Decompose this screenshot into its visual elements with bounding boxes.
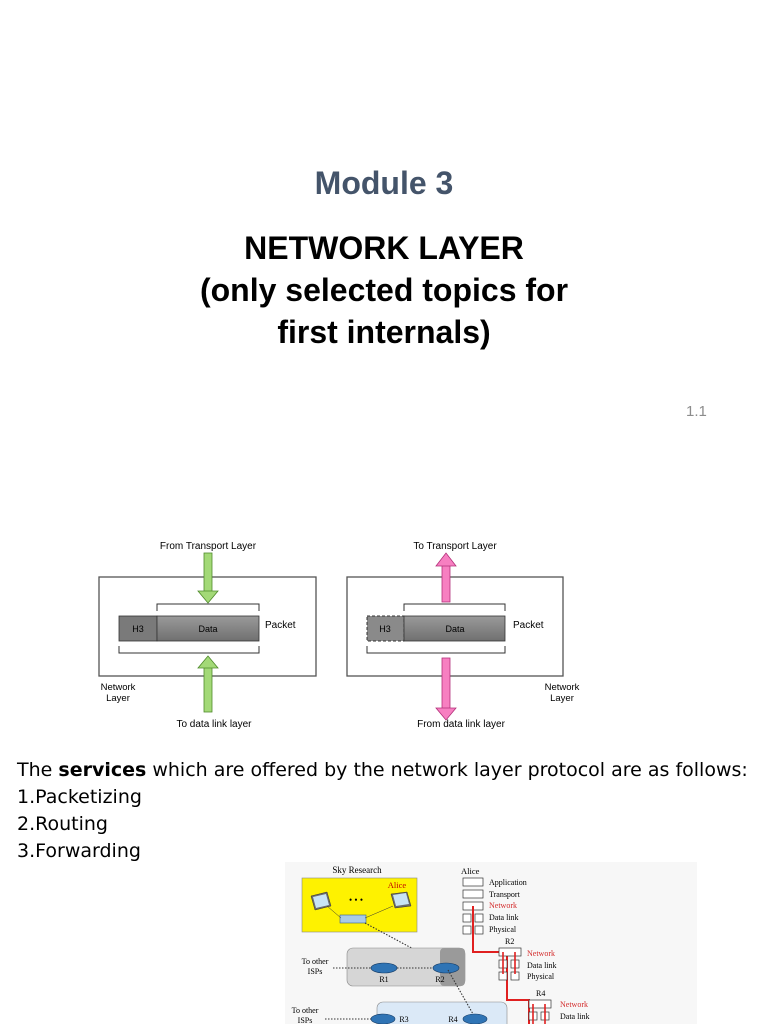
router-r2-label: R2 (435, 975, 444, 984)
layer-label: Layer (106, 693, 130, 704)
router-r3-label: R3 (399, 1015, 408, 1024)
stack-datalink: Data link (489, 913, 519, 922)
data-block (403, 615, 506, 642)
stack-transport: Transport (489, 890, 521, 899)
down-arrow-icon (197, 552, 219, 604)
up-arrow-icon (197, 655, 219, 713)
to-transport-label: To Transport Layer (413, 541, 497, 552)
service-item: 3.Forwarding (17, 840, 141, 862)
h3-header (366, 615, 405, 642)
r2-stack-label: R2 (505, 937, 514, 946)
data-label: Data (198, 624, 217, 634)
switch-icon (339, 914, 367, 924)
title-line-2: (only selected topics for (199, 272, 569, 308)
up-arrow-icon (435, 552, 457, 603)
stack-application: Application (489, 878, 527, 887)
r4-stack-label: R4 (536, 989, 545, 998)
packet-label: Packet (513, 620, 544, 631)
down-arrow-icon (435, 657, 457, 721)
laptop-icon (390, 891, 412, 909)
router-r3-icon (370, 1013, 396, 1024)
isps-label: ISPs (298, 1016, 313, 1024)
r2-network: Network (527, 949, 555, 958)
sky-research-label: Sky Research (332, 865, 382, 875)
data-block (156, 615, 260, 642)
module-title: Module 3 (314, 165, 454, 201)
network-topology-figure: Sky Research Alice • • • To other ISPs R… (285, 862, 697, 1024)
data-label: Data (445, 624, 464, 634)
from-datalink-label: From data link layer (417, 719, 505, 730)
r2-physical: Physical (527, 972, 555, 981)
title-line-3: first internals) (277, 314, 491, 350)
services-suffix: which are offered by the network layer p… (146, 759, 748, 781)
isp-box-lower (376, 1001, 508, 1024)
r4-network: Network (560, 1000, 588, 1009)
h3-header (118, 615, 158, 642)
right-panel: To Transport Layer H3 Data Packet Networ… (346, 541, 580, 730)
router-r1-icon (370, 962, 398, 974)
services-text: The services which are offered by the ne… (17, 757, 748, 865)
stack-network: Network (489, 901, 517, 910)
page-number: 1.1 (686, 403, 707, 420)
network-layer-diagram: From Transport Layer H3 Data Packet Netw… (98, 541, 580, 730)
service-item: 2.Routing (17, 813, 108, 835)
services-intro: The services which are offered by the ne… (17, 757, 748, 784)
stack-physical: Physical (489, 925, 517, 934)
laptop-icon (310, 891, 332, 911)
network-label: Network (101, 682, 136, 693)
title-line-1: NETWORK LAYER (244, 230, 524, 266)
layer-label: Layer (550, 693, 574, 704)
router-r4-label: R4 (448, 1015, 457, 1024)
packet-label: Packet (265, 620, 296, 631)
router-r1-label: R1 (379, 975, 388, 984)
router-r2-icon (432, 962, 460, 974)
isps-label: ISPs (308, 967, 323, 976)
from-transport-label: From Transport Layer (160, 541, 257, 552)
r2-datalink: Data link (527, 961, 557, 970)
h3-label: H3 (379, 624, 391, 634)
network-layer-box (346, 576, 564, 677)
alice-label: Alice (461, 866, 480, 876)
services-prefix: The (17, 759, 59, 781)
ellipsis: • • • (349, 895, 363, 905)
router-r4-icon (462, 1013, 488, 1024)
r4-datalink: Data link (560, 1012, 590, 1021)
network-label: Network (545, 682, 580, 693)
left-panel: From Transport Layer H3 Data Packet Netw… (98, 541, 317, 730)
to-datalink-label: To data link layer (176, 719, 252, 730)
h3-label: H3 (132, 624, 144, 634)
services-bold: services (58, 759, 147, 781)
to-other-isps-label: To other (302, 957, 329, 966)
slide-title: NETWORK LAYER (only selected topics for … (0, 227, 768, 353)
to-other-isps-label: To other (292, 1006, 319, 1015)
alice-box-label: Alice (388, 880, 407, 890)
service-item: 1.Packetizing (17, 786, 142, 808)
